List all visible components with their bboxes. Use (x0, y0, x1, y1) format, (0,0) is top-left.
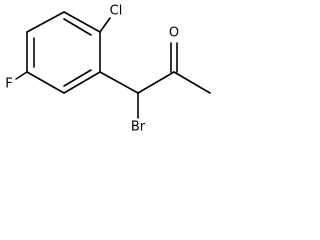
bond-ring-to-chbr (99, 71, 139, 94)
ring-bond-c4-c5 (26, 71, 65, 94)
benzene-ring (26, 11, 101, 94)
bond-chbr-to-carbonyl (137, 71, 175, 94)
ring-bond-c2-c3 (26, 11, 65, 33)
bond-ring-to-chlorine (99, 17, 111, 33)
molecule-structure-diagram: Cl F O Br (5, 4, 211, 135)
fluorine-atom-label: F (5, 77, 12, 92)
ring-double-bond-inner-top (63, 18, 92, 36)
ring-bond-c1-c2 (63, 11, 101, 33)
bond-carbonyl-to-methyl (173, 71, 211, 94)
ring-bond-c5-c6 (63, 71, 101, 94)
chlorine-atom-label: Cl (110, 4, 123, 19)
bond-ring-to-fluorine (15, 71, 28, 80)
ring-double-bond-inner-bottom (63, 69, 92, 87)
bromine-atom-label: Br (131, 120, 146, 135)
oxygen-atom-label: O (169, 26, 179, 41)
